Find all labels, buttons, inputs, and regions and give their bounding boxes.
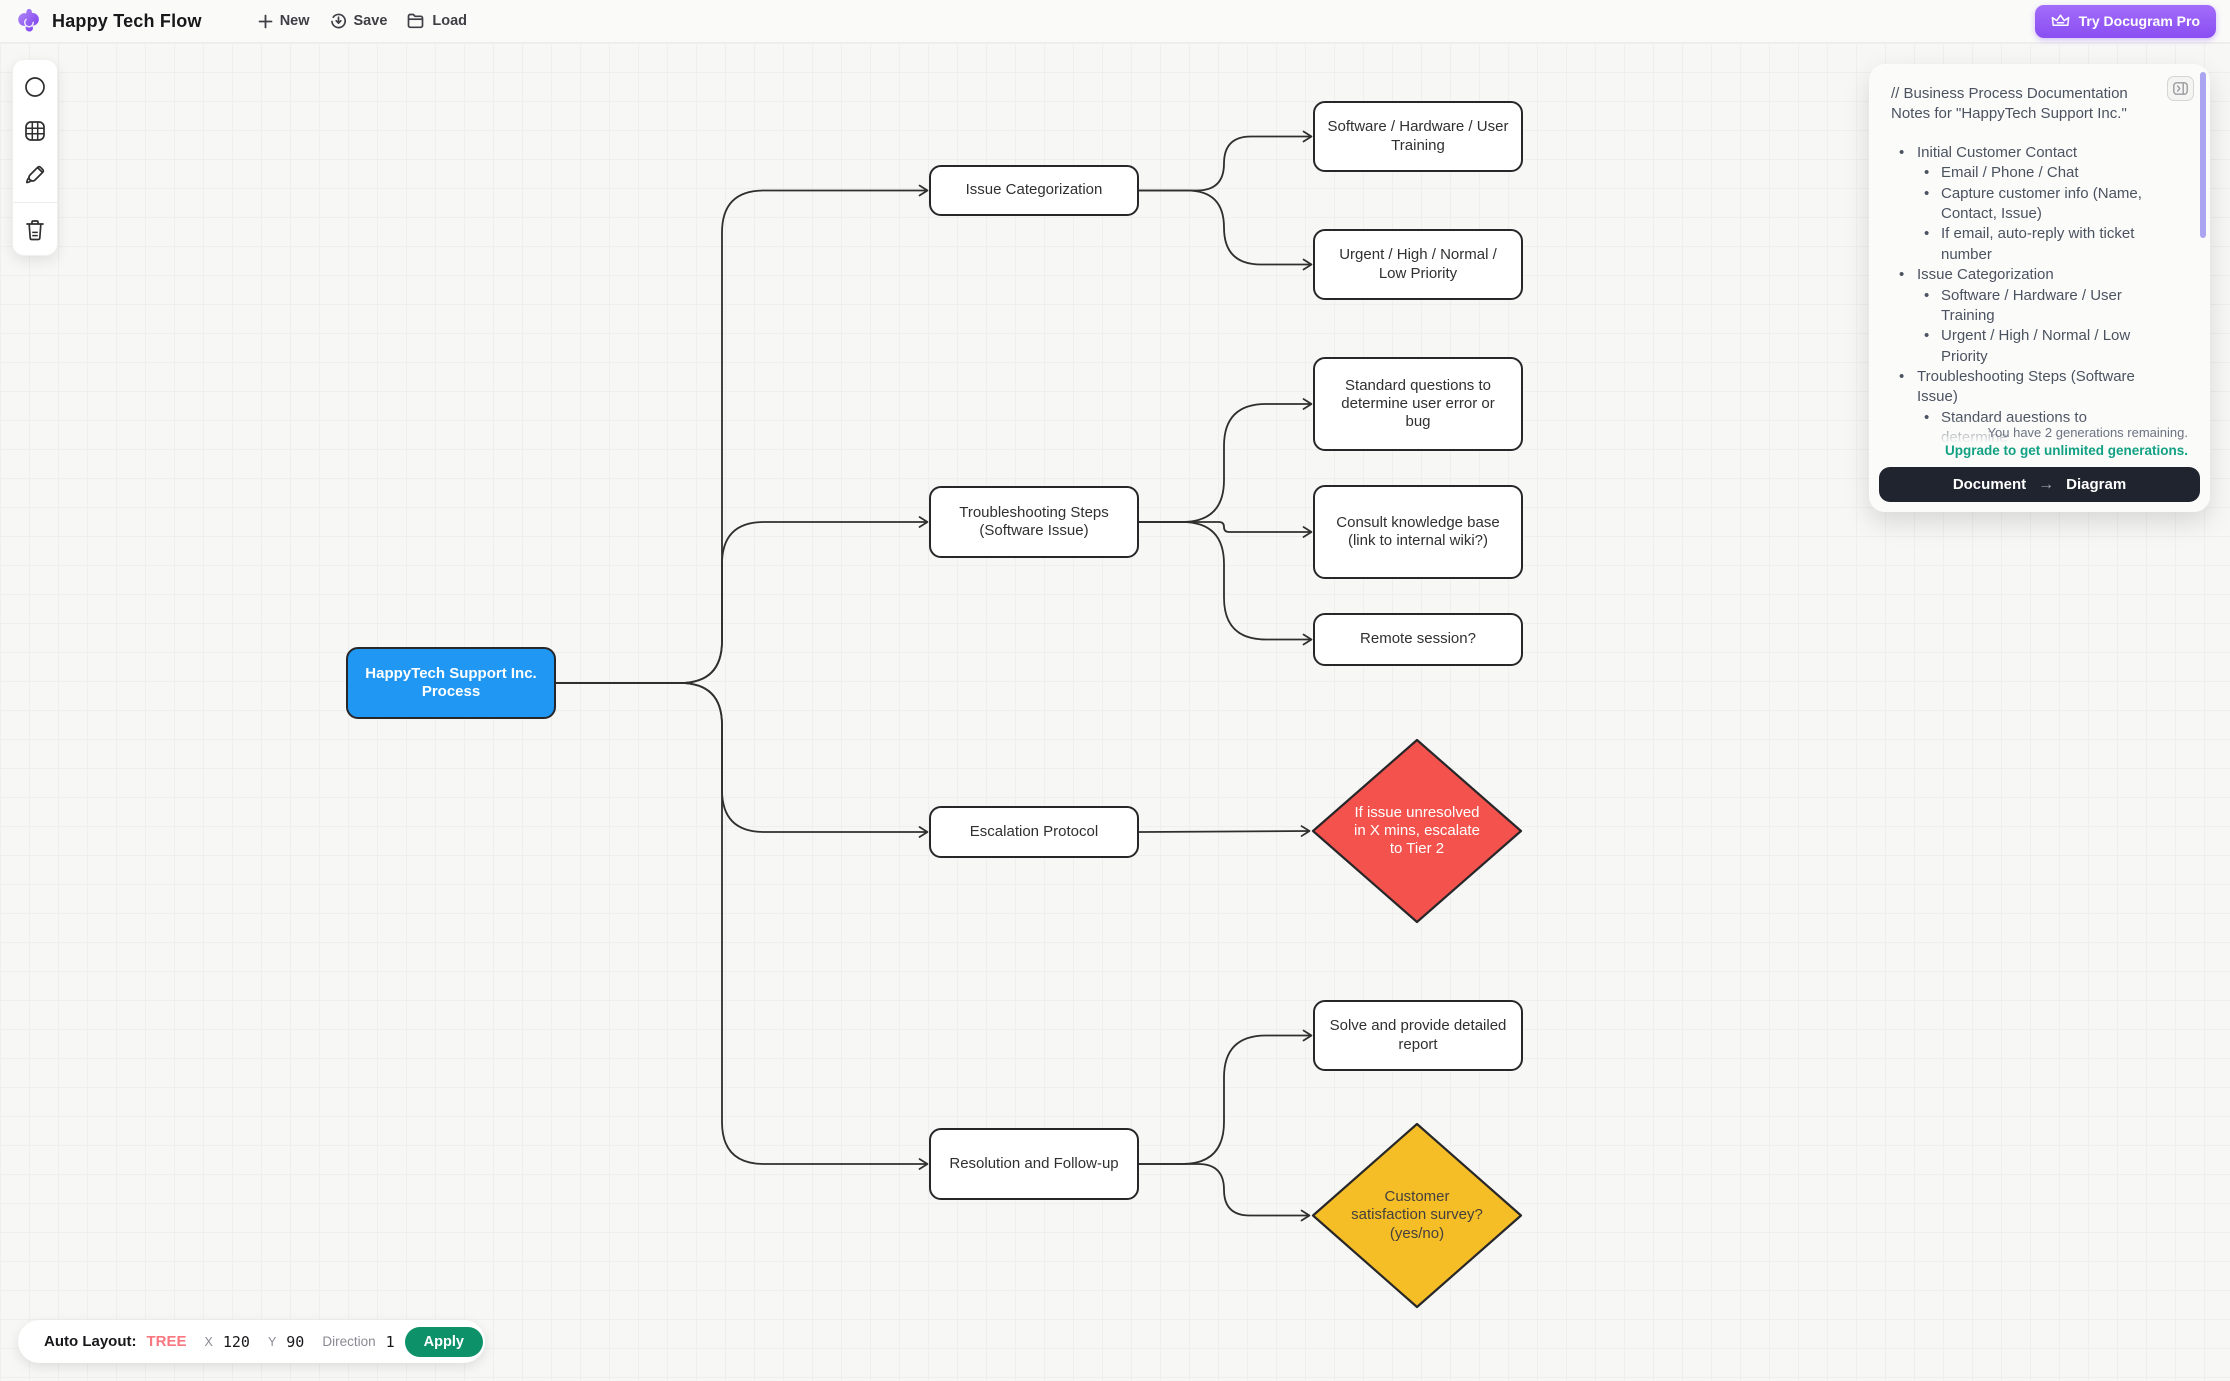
doc-bullet-item: •Capture customer info (Name, Contact, I… xyxy=(1924,184,2142,222)
edge-troub-to-remote xyxy=(1139,521,1313,646)
try-pro-button[interactable]: Try Docugram Pro xyxy=(2034,4,2216,38)
flow-node-escdia[interactable]: If issue unresolved in X mins, escalate … xyxy=(1311,738,1523,924)
flow-node-issue[interactable]: Issue Categorization xyxy=(929,165,1139,216)
node-label: Consult knowledge base (link to internal… xyxy=(1336,513,1500,549)
doc-bullet-item: •If email, auto-reply with ticket number xyxy=(1924,225,2135,263)
node-label: Resolution and Follow-up xyxy=(949,1154,1119,1172)
panel-scrollbar-thumb[interactable] xyxy=(2200,72,2206,238)
edge-root-to-esc xyxy=(556,682,929,838)
edge-troub-to-standard xyxy=(1139,398,1313,523)
flow-node-standard[interactable]: Standard questions to determine user err… xyxy=(1313,357,1523,451)
node-label: Issue Categorization xyxy=(965,181,1103,199)
circle-tool-button[interactable] xyxy=(18,70,52,104)
app-logo-icon xyxy=(18,8,39,32)
y-spacing-label: Y xyxy=(267,1334,277,1349)
collapse-panel-button[interactable] xyxy=(2167,76,2194,101)
node-label: Remote session? xyxy=(1360,630,1476,648)
auto-layout-bar: Auto Layout: TREE X 120 Y 90 Direction 1… xyxy=(18,1320,485,1363)
save-button[interactable]: Save xyxy=(320,7,398,36)
flow-node-urgent[interactable]: Urgent / High / Normal / Low Priority xyxy=(1313,229,1523,300)
x-spacing-value[interactable]: 120 xyxy=(222,1332,250,1351)
node-label: Troubleshooting Steps (Software Issue) xyxy=(959,503,1109,539)
diamond-shape xyxy=(1311,1122,1523,1309)
brush-tool-button[interactable] xyxy=(18,158,52,192)
trash-icon xyxy=(26,220,44,241)
doc-bullet-item: •Troubleshooting Steps (Software Issue) xyxy=(1899,368,2135,406)
plus-icon xyxy=(258,14,273,28)
edge-root-to-res xyxy=(556,682,929,1170)
shape-toolbar xyxy=(12,59,58,256)
app-title: Happy Tech Flow xyxy=(52,10,202,31)
node-label: Solve and provide detailed report xyxy=(1329,1017,1507,1053)
notes-panel: // Business Process Documentation Notes … xyxy=(1869,64,2210,512)
document-to-diagram-button[interactable]: Document → Diagram xyxy=(1879,467,2200,502)
toolbar-divider xyxy=(13,202,57,203)
flow-node-software[interactable]: Software / Hardware / User Training xyxy=(1313,101,1523,172)
node-label: If issue unresolved in X mins, escalate … xyxy=(1354,803,1480,858)
flow-node-solve[interactable]: Solve and provide detailed report xyxy=(1313,1000,1523,1071)
save-button-label: Save xyxy=(353,13,388,29)
y-spacing-value[interactable]: 90 xyxy=(286,1332,305,1351)
doc-paragraph: // Business Process Documentation Notes … xyxy=(1891,85,2128,123)
diamond-shape xyxy=(1311,738,1523,924)
apply-button[interactable]: Apply xyxy=(404,1326,483,1357)
node-label: Standard questions to determine user err… xyxy=(1341,376,1495,431)
auto-layout-label: Auto Layout: xyxy=(44,1333,137,1350)
flow-node-res[interactable]: Resolution and Follow-up xyxy=(929,1128,1139,1200)
grid-tool-button[interactable] xyxy=(18,114,52,148)
gen-btn-left-label: Document xyxy=(1952,476,2027,493)
grid-icon xyxy=(25,121,45,141)
flow-node-survey[interactable]: Customer satisfaction survey? (yes/no) xyxy=(1311,1122,1523,1309)
node-label: Escalation Protocol xyxy=(969,822,1099,840)
load-button[interactable]: Load xyxy=(397,7,477,35)
edge-issue-to-software xyxy=(1139,130,1313,192)
circle-icon xyxy=(25,77,45,97)
flow-node-troub[interactable]: Troubleshooting Steps (Software Issue) xyxy=(929,486,1139,558)
node-label: Customer satisfaction survey? (yes/no) xyxy=(1351,1188,1483,1242)
load-button-label: Load xyxy=(432,13,468,29)
direction-label: Direction xyxy=(322,1334,376,1349)
save-icon xyxy=(330,13,346,28)
edge-root-to-troub xyxy=(556,516,929,684)
delete-tool-button[interactable] xyxy=(18,213,52,247)
edge-root-to-issue xyxy=(556,184,929,684)
try-pro-label: Try Docugram Pro xyxy=(2078,13,2200,29)
node-label: HappyTech Support Inc. Process xyxy=(365,664,537,700)
doc-bullet-item: •Issue Categorization xyxy=(1899,266,2054,284)
flow-canvas[interactable]: HappyTech Support Inc. Process Issue Cate… xyxy=(0,43,2230,1381)
app-header: Happy Tech Flow New Save Load Try Docugr… xyxy=(0,0,2230,43)
doc-bullet-item: •Initial Customer Contact xyxy=(1899,143,2078,161)
edge-res-to-survey xyxy=(1139,1163,1311,1222)
edge-res-to-solve xyxy=(1139,1029,1313,1165)
node-label: Urgent / High / Normal / Low Priority xyxy=(1339,246,1497,282)
flow-node-esc[interactable]: Escalation Protocol xyxy=(929,806,1139,858)
new-button-label: New xyxy=(279,13,310,29)
gen-btn-right-label: Diagram xyxy=(2066,476,2127,493)
edge-esc-to-escdia xyxy=(1138,825,1311,837)
crown-icon xyxy=(2051,13,2069,26)
edge-issue-to-urgent xyxy=(1139,189,1313,271)
doc-bullet-item: •Software / Hardware / User Training xyxy=(1924,286,2122,324)
panel-footer: You have 2 generations remaining. Upgrad… xyxy=(1869,418,2210,512)
arrow-right-icon: → xyxy=(2038,475,2055,493)
doc-bullet-item: •Urgent / High / Normal / Low Priority xyxy=(1924,327,2131,365)
generations-remaining-text: You have 2 generations remaining. xyxy=(1987,425,2188,440)
edge-troub-to-consult xyxy=(1139,521,1313,538)
upgrade-link[interactable]: Upgrade to get unlimited generations. xyxy=(1944,443,2188,458)
flow-node-root[interactable]: HappyTech Support Inc. Process xyxy=(346,647,556,719)
flow-node-remote[interactable]: Remote session? xyxy=(1313,613,1523,666)
node-label: Software / Hardware / User Training xyxy=(1327,118,1509,154)
flow-node-consult[interactable]: Consult knowledge base (link to internal… xyxy=(1313,485,1523,579)
x-spacing-label: X xyxy=(204,1334,213,1349)
brush-icon xyxy=(25,165,45,184)
panel-collapse-icon xyxy=(2173,82,2188,95)
layout-mode-value[interactable]: TREE xyxy=(146,1333,187,1350)
direction-value[interactable]: 1 xyxy=(385,1332,395,1351)
doc-bullet-item: •Email / Phone / Chat xyxy=(1924,164,2079,182)
new-button[interactable]: New xyxy=(248,7,320,35)
folder-icon xyxy=(408,13,424,29)
